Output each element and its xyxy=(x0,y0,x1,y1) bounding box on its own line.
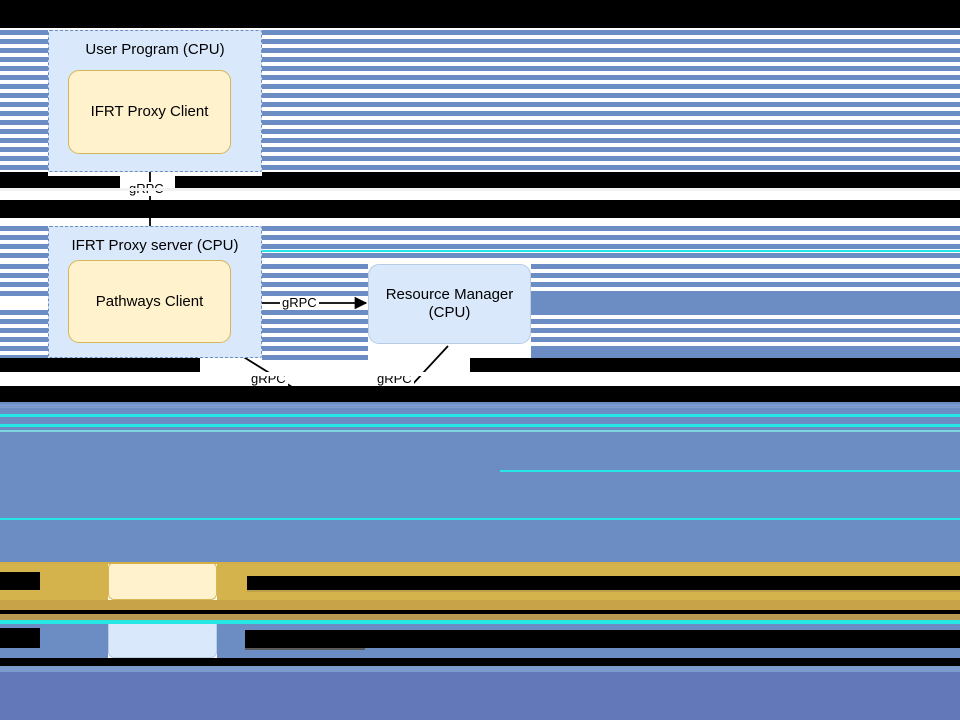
pathways-workers-box[interactable]: Pathways Worker(s) (Accelerator) xyxy=(295,434,458,517)
ifrt-proxy-server-label: IFRT Proxy server (CPU) xyxy=(71,237,239,254)
pathways-client-box[interactable]: Pathways Client xyxy=(68,260,231,343)
legend-swatch-blue xyxy=(108,620,217,658)
user-program-label: User Program (CPU) xyxy=(85,41,225,58)
edge-label-rm-to-workers: gRPC xyxy=(375,371,414,387)
legend-swatch-yellow xyxy=(108,562,217,600)
edge-label-pathways-client-to-sidecar: gRPC xyxy=(249,371,288,387)
sidecar-server-box[interactable]: Sidecar Server (CPU colocated with TPU) xyxy=(58,434,221,517)
pathways-workers-label: Pathways Worker(s) (Accelerator) xyxy=(309,457,444,493)
ifrt-proxy-client-label: IFRT Proxy Client xyxy=(90,103,209,121)
resource-manager-box[interactable]: Resource Manager (CPU) xyxy=(368,264,531,344)
resource-manager-label: Resource Manager (CPU) xyxy=(385,286,514,321)
ifrt-proxy-client-box[interactable]: IFRT Proxy Client xyxy=(68,70,231,154)
edge-label-client-to-server: gRPC xyxy=(127,181,166,197)
edge-label-sidecar-to-workers: gRPC xyxy=(239,473,278,489)
pathways-client-label: Pathways Client xyxy=(95,292,204,310)
sidecar-server-label: Sidecar Server (CPU colocated with TPU) xyxy=(69,457,210,493)
edge-label-rm-to-pathways-client: gRPC xyxy=(280,295,319,311)
